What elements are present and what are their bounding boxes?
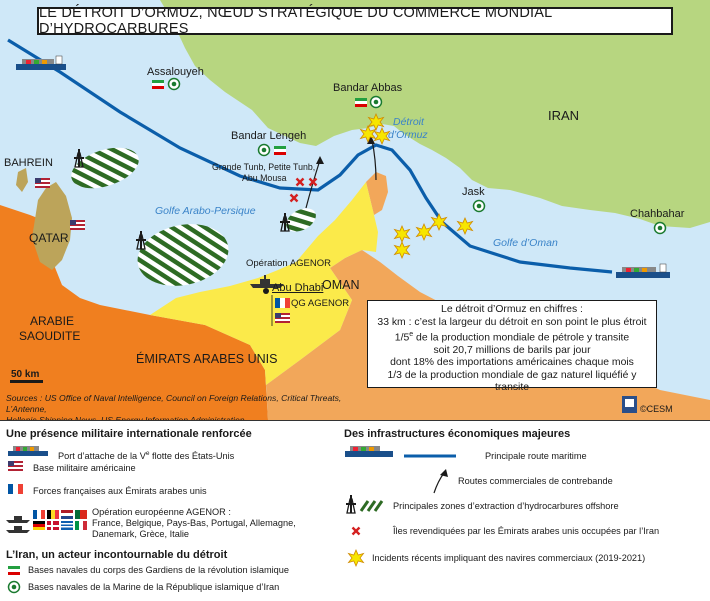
saudi-land <box>0 205 268 420</box>
label-islands-line1: Grande Tunb, Petite Tunb, <box>212 162 316 172</box>
facts-line3: soit 20,7 millions de barils par jour <box>433 344 591 356</box>
offshore-zone-2 <box>137 224 229 286</box>
label-oman: OMAN <box>322 278 360 292</box>
claimed-island-1 <box>295 177 305 187</box>
facts-line1: 33 km : c’est la largeur du détroit en s… <box>377 316 647 328</box>
label-qatar: QATAR <box>29 231 69 245</box>
cesm-logo <box>622 396 637 413</box>
agenor-warship-icon <box>250 275 284 288</box>
maritime-route-line <box>7 38 613 274</box>
label-chahbahar: Chahbahar <box>630 208 685 220</box>
label-assalouyeh: Assalouyeh <box>147 66 204 78</box>
map-canvas <box>0 0 710 420</box>
legend-fleet-ship-icon <box>8 446 48 456</box>
legend-offshore-hatch <box>359 500 384 512</box>
legend-smuggling-arrow <box>433 472 445 494</box>
legend-fleet: Port d’attache de la Ve flotte des États… <box>58 450 235 462</box>
legend-agenor-flags <box>33 510 87 530</box>
legend-symbols <box>6 446 456 594</box>
label-bahrein: BAHREIN <box>4 157 53 169</box>
legend-agenor-2: France, Belgique, Pays-Bas, Portugal, Al… <box>92 518 296 528</box>
legend-oil-rig-icon <box>345 494 357 514</box>
legend-offshore: Principales zones d’extraction d’hydroca… <box>393 501 619 511</box>
label-scale: 50 km <box>11 369 40 380</box>
label-abu-dhabi: Abu Dhabi <box>272 282 324 294</box>
abu-dhabi-city-dot <box>263 288 269 294</box>
irin-base-jask <box>472 199 486 213</box>
qeshm-island <box>336 110 378 126</box>
offshore-zone-3 <box>286 208 316 232</box>
label-detroit-2: d’Ormuz <box>388 129 428 141</box>
label-emirats: ÉMIRATS ARABES UNIS <box>136 352 278 366</box>
irgc-flag-bandar-abbas <box>355 98 367 107</box>
irin-base-bandar-abbas <box>369 95 383 109</box>
legend-military-heading: Une présence militaire internationale re… <box>6 428 252 440</box>
map-title: LE DÉTROIT D’ORMUZ, NŒUD STRATÉGIQUE DU … <box>37 5 673 37</box>
fifth-fleet-ship-icon <box>16 55 66 70</box>
legend-incident-star-icon <box>348 549 364 567</box>
legend-maritime-route: Principale route maritime <box>485 451 587 461</box>
label-golfe-oman: Golfe d’Oman <box>493 237 558 249</box>
legend-smuggling: Routes commerciales de contrebande <box>458 476 613 486</box>
us-base-flag-bahrain <box>35 178 50 188</box>
iran-land <box>160 0 710 228</box>
label-copyright: ©CESM <box>640 404 673 414</box>
legend-iran-heading: L’Iran, un acteur incontournable du détr… <box>6 549 228 561</box>
label-islands-line2: Abu Mousa <box>242 173 287 183</box>
facts-heading: Le détroit d’Ormuz en chiffres : <box>441 304 583 315</box>
facts-line4: dont 18% des importations américaines ch… <box>390 357 634 369</box>
cargo-ship-icon <box>616 263 670 278</box>
legend-agenor-1: Opération européenne AGENOR : <box>92 507 231 517</box>
irin-base-chahbahar <box>653 221 667 235</box>
label-golfe-persique: Golfe Arabo-Persique <box>155 205 256 217</box>
legend-us-flag-icon <box>8 461 23 471</box>
legend-incidents: Incidents récents impliquant des navires… <box>372 553 646 563</box>
qatar-land <box>32 182 72 270</box>
label-iran: IRAN <box>548 108 580 123</box>
legend-claimed-island-icon <box>351 526 361 536</box>
fr-flag-abu-dhabi <box>275 298 290 308</box>
legend-irin-bases: Bases navales de la Marine de la Républi… <box>28 582 280 592</box>
claimed-island-3 <box>289 193 299 203</box>
smuggling-route-1 <box>305 159 321 209</box>
legend-agenor-3: Danemark, Grèce, Italie <box>92 529 190 539</box>
legend-irgc-bases: Bases navales du corps des Gardiens de l… <box>28 565 289 575</box>
us-base-flag-qatar <box>70 220 85 230</box>
legend-islands: Îles revendiquées par les Émirats arabes… <box>393 526 660 536</box>
legend-infra-heading: Des infrastructures économiques majeures <box>344 428 571 440</box>
legend-us-base: Base militaire américaine <box>33 463 136 473</box>
facts-line5: 1/3 de la production mondiale de gaz nat… <box>387 369 637 394</box>
irin-base-bandar-lengeh <box>257 143 271 157</box>
label-arabie: ARABIE <box>30 314 75 328</box>
label-operation-agenor: Opération AGENOR <box>246 258 332 269</box>
label-jask: Jask <box>462 186 485 198</box>
legend-irin-icon <box>7 580 21 594</box>
legend-panel: Une présence militaire internationale re… <box>0 420 710 601</box>
facts-line2: 1/5e de la production mondiale de pétrol… <box>394 331 630 344</box>
offshore-zone-1 <box>71 147 139 189</box>
label-saoudite: SAOUDITE <box>19 329 81 343</box>
label-bandar-abbas: Bandar Abbas <box>333 82 403 94</box>
label-detroit-1: Détroit <box>393 116 424 128</box>
legend-fr-flag-icon <box>8 484 23 494</box>
bahrain-land <box>16 168 28 192</box>
legend-fr-forces: Forces françaises aux Émirats arabes uni… <box>33 486 207 496</box>
irin-base-assalouyeh <box>167 77 181 91</box>
us-base-flag-uae <box>275 313 290 323</box>
facts-box: Le détroit d’Ormuz en chiffres : 33 km :… <box>367 300 657 393</box>
legend-agenor-warships-icon <box>6 516 30 533</box>
claimed-island-2 <box>308 177 318 187</box>
irgc-flag-bandar-lengeh <box>274 146 286 155</box>
musandam <box>366 172 388 215</box>
label-qg-agenor: QG AGENOR <box>291 298 350 309</box>
label-bandar-lengeh: Bandar Lengeh <box>231 130 307 142</box>
legend-route-ship-icon <box>345 446 393 457</box>
legend-irgc-flag-icon <box>8 566 20 575</box>
irgc-flag-assalouyeh <box>152 80 164 89</box>
scale-bar <box>10 380 43 383</box>
